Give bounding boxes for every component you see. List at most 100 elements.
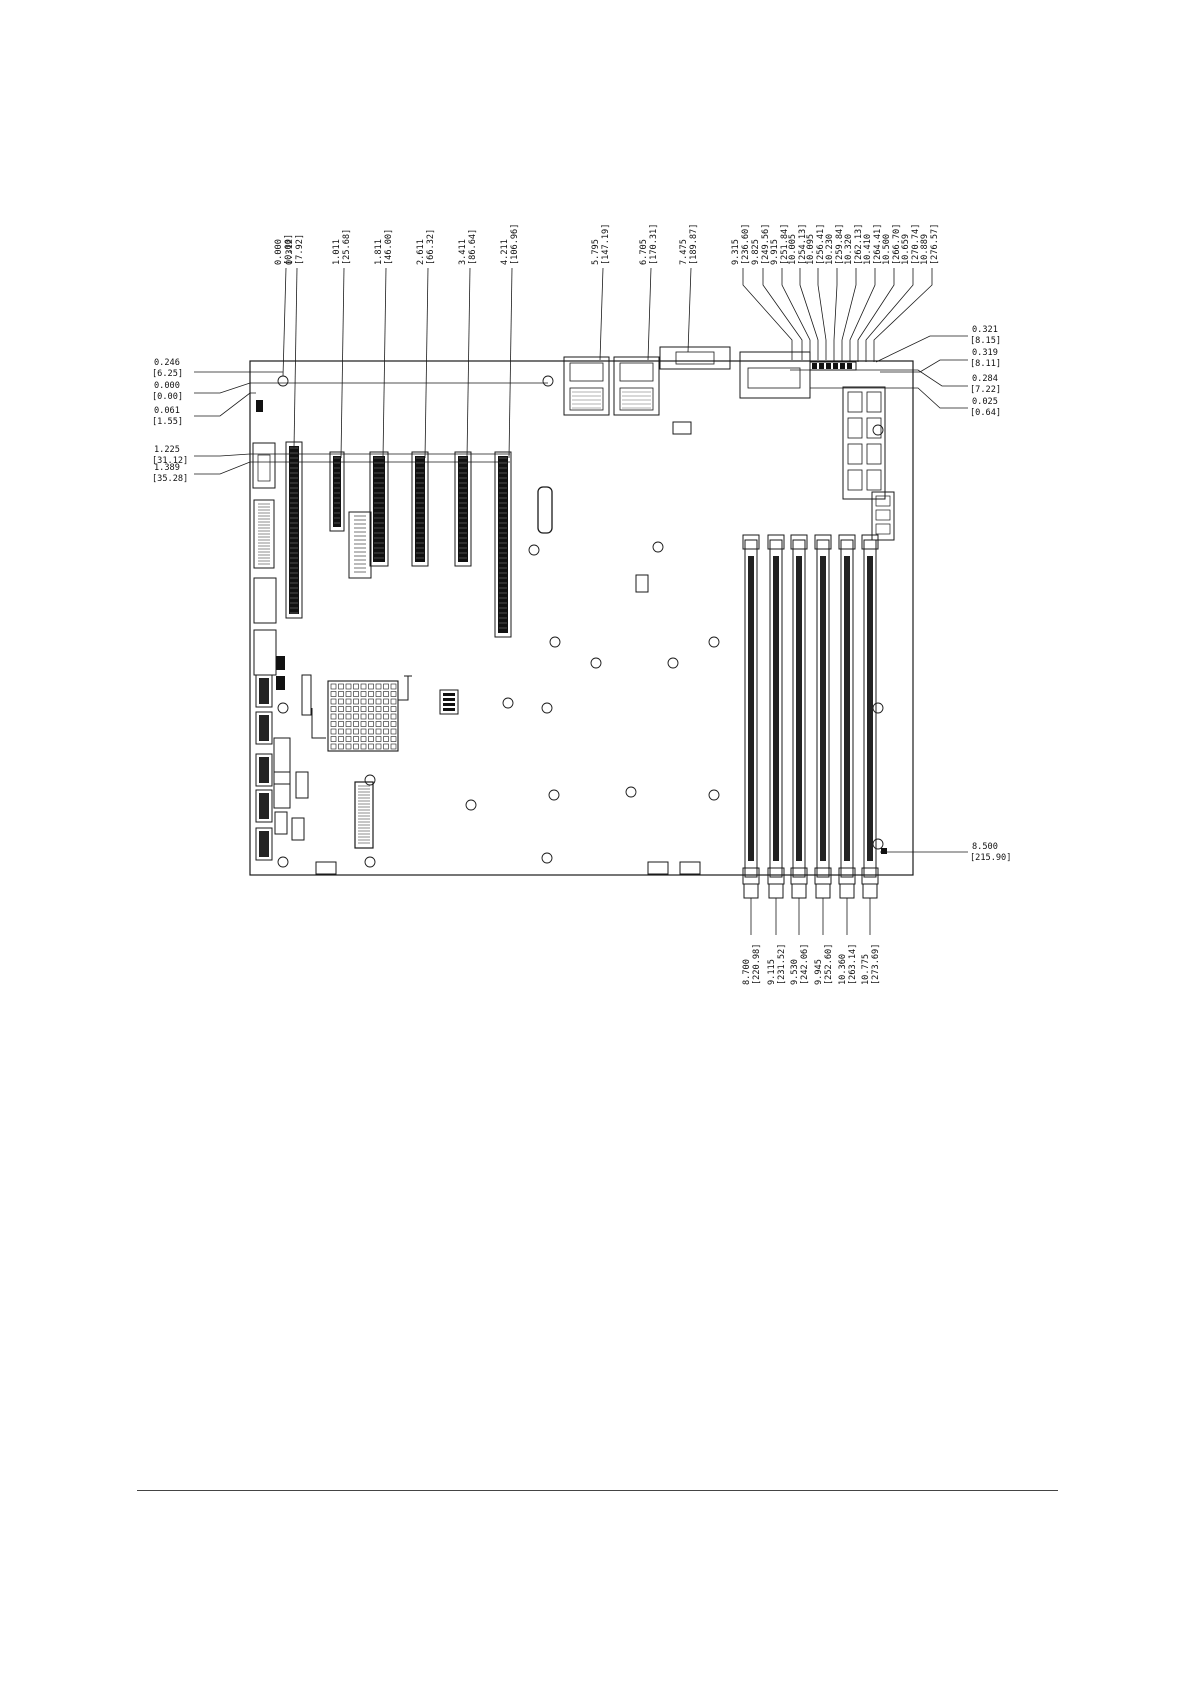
top-dim-inch-label: 10.230 <box>825 234 835 265</box>
dimm-slot-2 <box>769 539 783 878</box>
dimm-dim-marker <box>862 883 878 899</box>
dimm-slot-contacts <box>844 556 850 861</box>
bga-ball <box>353 743 359 750</box>
mounting-hole <box>277 702 289 714</box>
top-dim-mm-label: [147.19] <box>601 224 611 265</box>
top-dim-leader <box>849 268 876 362</box>
vga-connector <box>739 351 811 399</box>
usb-header-2 <box>255 711 273 745</box>
bga-ball <box>353 736 359 742</box>
dimm-slot-contacts <box>773 556 779 861</box>
bottom-header-3 <box>679 861 701 875</box>
top-dim-inch-label: 10.005 <box>788 234 798 265</box>
bga-ball <box>338 736 344 742</box>
right-dim-inch-label: 0.319 <box>972 348 998 358</box>
jumper-1 <box>276 656 285 670</box>
bga-ball <box>360 736 367 742</box>
top-dim-mm-label: [270.74] <box>911 224 921 265</box>
right-dim-mm-label: [7.22] <box>970 385 1001 395</box>
top-dim-inch-label: 1.811 <box>374 239 384 265</box>
dimm-dim-marker <box>768 883 784 899</box>
top-dim-inch-label: 9.315 <box>731 239 741 265</box>
top-dim-mm-label: [266.70] <box>892 224 902 265</box>
bottom-dim-inch-label: 9.530 <box>790 959 800 985</box>
audio-jack <box>840 363 845 369</box>
dimm-slot-contacts <box>748 556 754 861</box>
audio-jack <box>826 363 831 369</box>
top-dim-inch-label: 6.705 <box>639 239 649 265</box>
bga-ball <box>338 691 344 697</box>
top-dim-mm-label: [25.68] <box>342 229 352 265</box>
bga-ball <box>330 713 337 720</box>
bga-ball <box>383 683 389 690</box>
dimm-slot-3 <box>792 539 806 878</box>
pci-slot-1-contacts <box>333 456 341 527</box>
aux-power-pin <box>875 523 891 535</box>
usb-header-1 <box>255 674 273 708</box>
dimm-slot-4 <box>816 539 830 878</box>
right-dim-inch-label: 0.321 <box>972 325 998 335</box>
bottom-dim-mm-label: [220.98] <box>752 944 762 985</box>
board-outline <box>249 360 914 876</box>
right-dim-mm-label: [8.11] <box>970 359 1001 369</box>
dimm-latch-top <box>861 534 879 550</box>
top-dim-inch-label: 9.915 <box>770 239 780 265</box>
bga-ball <box>345 698 352 705</box>
bottom-header-1 <box>315 861 337 875</box>
bga-ball <box>338 683 344 690</box>
top-dim-leader <box>865 268 914 362</box>
bga-ball <box>368 743 374 750</box>
power-pin <box>866 469 882 491</box>
mounting-hole <box>625 786 637 798</box>
bga-ball <box>368 683 374 690</box>
bga-ball <box>338 698 344 705</box>
top-dim-inch-label: 9.825 <box>751 239 761 265</box>
top-dim-mm-label: [189.87] <box>689 224 699 265</box>
bottom-dim-inch-label: 10.775 <box>861 954 871 985</box>
io-chip-pin <box>443 698 455 701</box>
ide-header-inner <box>257 454 271 482</box>
bga-ball <box>338 706 344 712</box>
top-dim-mm-label: [262.13] <box>854 224 864 265</box>
top-dim-mm-label: [254.13] <box>798 224 808 265</box>
bga-ball <box>375 736 382 742</box>
mounting-hole <box>590 657 602 669</box>
bga-ball <box>383 743 389 750</box>
com-header-1 <box>253 577 277 624</box>
dimm-slot-5 <box>840 539 854 878</box>
power-connector <box>842 386 886 500</box>
right-dim-mm-label: [0.64] <box>970 408 1001 418</box>
pci-slot-4 <box>454 451 472 567</box>
right-dim-inch-label: 8.500 <box>972 842 998 852</box>
dimm-latch-top <box>742 534 760 550</box>
bga-ball <box>338 713 344 720</box>
fan-header <box>295 771 309 799</box>
small-header-2 <box>274 811 288 835</box>
mounting-hole <box>502 697 514 709</box>
io-chip-pin <box>443 703 455 706</box>
dimm-slot-contacts <box>796 556 802 861</box>
usb-header-3 <box>255 753 273 787</box>
bga-ball <box>345 736 352 742</box>
bga-ball <box>390 691 397 697</box>
io-chip <box>439 689 459 715</box>
top-dim-inch-label: 10.320 <box>844 234 854 265</box>
bga-ball <box>390 683 397 690</box>
pci-slot-3-contacts <box>415 456 425 562</box>
top-dim-inch-label: 0.000 <box>274 239 284 265</box>
top-dim-leader <box>762 268 803 360</box>
top-dim-leader <box>647 267 652 361</box>
serial-shell <box>675 351 715 365</box>
bga-ball <box>368 736 374 742</box>
bga-ball <box>345 691 352 697</box>
power-pin <box>866 391 882 413</box>
bga-ball <box>353 691 359 697</box>
top-dim-inch-label: 10.500 <box>882 234 892 265</box>
bga-ball <box>330 698 337 705</box>
top-dim-leader <box>817 268 827 360</box>
bga-ball <box>345 713 352 720</box>
top-dim-leader <box>781 268 811 360</box>
right-dim-mm-label: [8.15] <box>970 336 1001 346</box>
power-pin <box>866 417 882 439</box>
